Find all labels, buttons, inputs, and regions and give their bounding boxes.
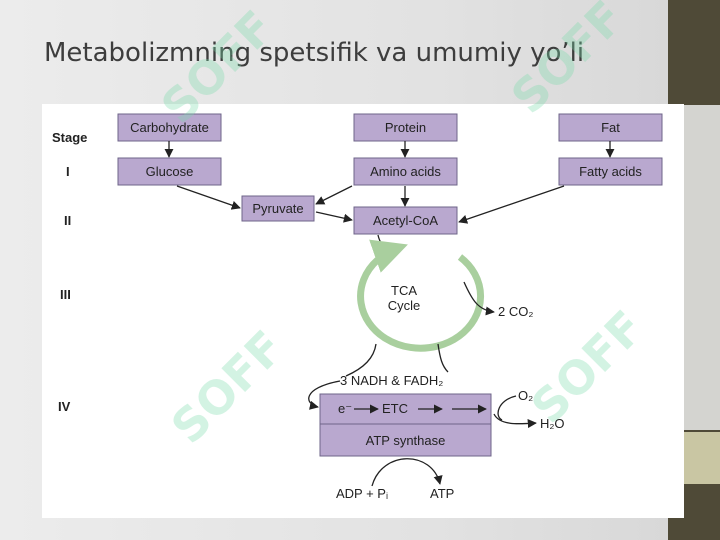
stage-4-label: IV (58, 399, 71, 414)
diagram-svg: Stage I II III IV Carbohydrate Protein F… (52, 113, 663, 501)
fatty-acids-box: Fatty acids (558, 157, 663, 186)
atp-synthase-box: ATP synthase (319, 423, 492, 457)
fat-label: Fat (601, 120, 620, 135)
stage-header: Stage (52, 130, 87, 145)
amino-acids-box: Amino acids (353, 157, 458, 186)
arrow-glucose-pyruvate (176, 185, 241, 210)
tca-label: TCA (391, 283, 417, 298)
fat-box: Fat (558, 113, 663, 142)
h2o-label: H₂O (540, 416, 565, 431)
stage-1-label: I (66, 164, 70, 179)
carbohydrate-box: Carbohydrate (117, 113, 222, 142)
stage-3-label: III (60, 287, 71, 302)
arrow-co2 (463, 281, 495, 316)
arrow-o2-in (497, 395, 517, 421)
arrow-fattyacids-acetylcoa (458, 185, 565, 224)
arrow-amino-pyruvate (315, 185, 353, 205)
protein-label: Protein (385, 120, 426, 135)
atp-synthase-label: ATP synthase (366, 433, 446, 448)
glucose-label: Glucose (146, 164, 194, 179)
adp-label: ADP + Pᵢ (336, 486, 388, 501)
stage-2-label: II (64, 213, 71, 228)
acetyl-coa-box: Acetyl-CoA (353, 206, 458, 235)
carbohydrate-label: Carbohydrate (130, 120, 209, 135)
etc-label: ETC (382, 401, 408, 416)
pyruvate-box: Pyruvate (241, 195, 315, 222)
arrow-cycle-nadh-left (345, 343, 377, 377)
protein-box: Protein (353, 113, 458, 142)
glucose-box: Glucose (117, 157, 222, 186)
arrow-pyruvate-acetylcoa (315, 211, 353, 223)
co2-label: 2 CO₂ (498, 304, 533, 319)
arrow-adp-atp (371, 458, 443, 487)
metabolism-diagram: Stage I II III IV Carbohydrate Protein F… (42, 104, 684, 518)
arrow-h2o-out (493, 413, 537, 429)
arrow-nadh-etc (308, 380, 341, 410)
acetyl-coa-label: Acetyl-CoA (373, 213, 438, 228)
electron-label: e⁻ (338, 401, 352, 416)
tca-cycle-ring (357, 239, 485, 352)
nadh-label: 3 NADH & FADH₂ (340, 373, 443, 388)
o2-label: O₂ (518, 388, 533, 403)
cycle-label: Cycle (388, 298, 421, 313)
amino-acids-label: Amino acids (370, 164, 441, 179)
atp-label: ATP (430, 486, 454, 501)
fatty-acids-label: Fatty acids (579, 164, 642, 179)
arrow-cycle-nadh-right (437, 343, 449, 373)
slide-title: Metabolizmning spetsifik va umumiy yo’li (44, 38, 585, 68)
pyruvate-label: Pyruvate (252, 201, 303, 216)
